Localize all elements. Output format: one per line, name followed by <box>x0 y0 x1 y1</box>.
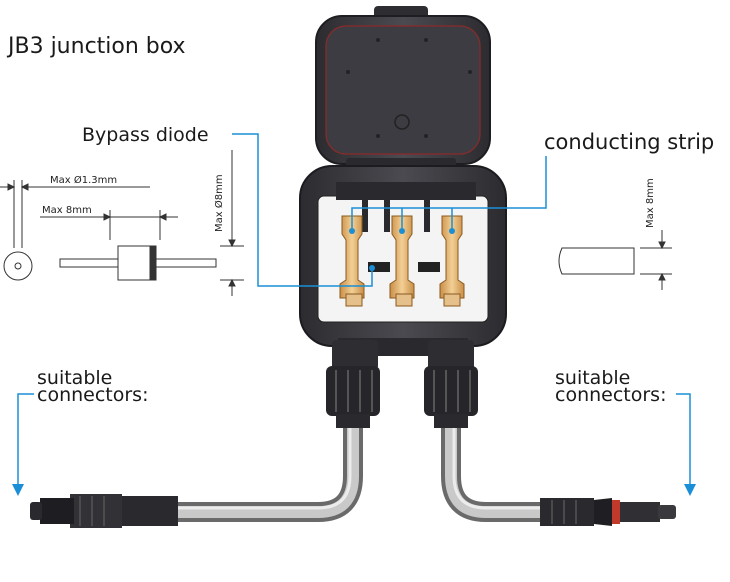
connector-male-right <box>540 498 676 526</box>
connector-female-left <box>30 494 178 528</box>
bypass-diode-leader <box>232 133 375 287</box>
connectors-left-label: suitable connectors: <box>37 367 149 406</box>
cable-gland-right <box>424 340 478 428</box>
connectors-right-line2: connectors: <box>555 384 667 406</box>
conducting-strip-leader <box>349 156 547 234</box>
diode-diameter-dimension: Max Ø8mm <box>214 174 225 232</box>
terminal-left <box>339 215 365 307</box>
conducting-strip-label: conducting strip <box>544 130 715 154</box>
connectors-right-arrow <box>676 393 696 496</box>
diode-length-dimension: Max 8mm <box>42 205 92 216</box>
terminal-right <box>439 215 465 307</box>
bypass-diodes <box>368 262 440 272</box>
connectors-left-line1: suitable <box>37 367 113 389</box>
connectors-left-arrow <box>12 393 34 496</box>
page-title: JB3 junction box <box>8 34 186 59</box>
connectors-right-line1: suitable <box>555 367 631 389</box>
terminal-middle <box>389 215 415 307</box>
bypass-diode-label: Bypass diode <box>82 124 209 146</box>
diode-dimension-drawing <box>0 150 244 296</box>
cable-gland-left <box>326 340 380 428</box>
junction-box-lid <box>315 6 491 172</box>
connectors-right-label: suitable connectors: <box>555 367 667 406</box>
cable-left <box>178 428 363 522</box>
cable-right <box>441 428 540 522</box>
strip-thickness-dimension: Max 8mm <box>645 178 656 228</box>
strip-dimension-drawing <box>558 230 672 290</box>
connectors-left-line2: connectors: <box>37 384 149 406</box>
diode-wire-dimension: Max Ø1.3mm <box>50 175 118 186</box>
